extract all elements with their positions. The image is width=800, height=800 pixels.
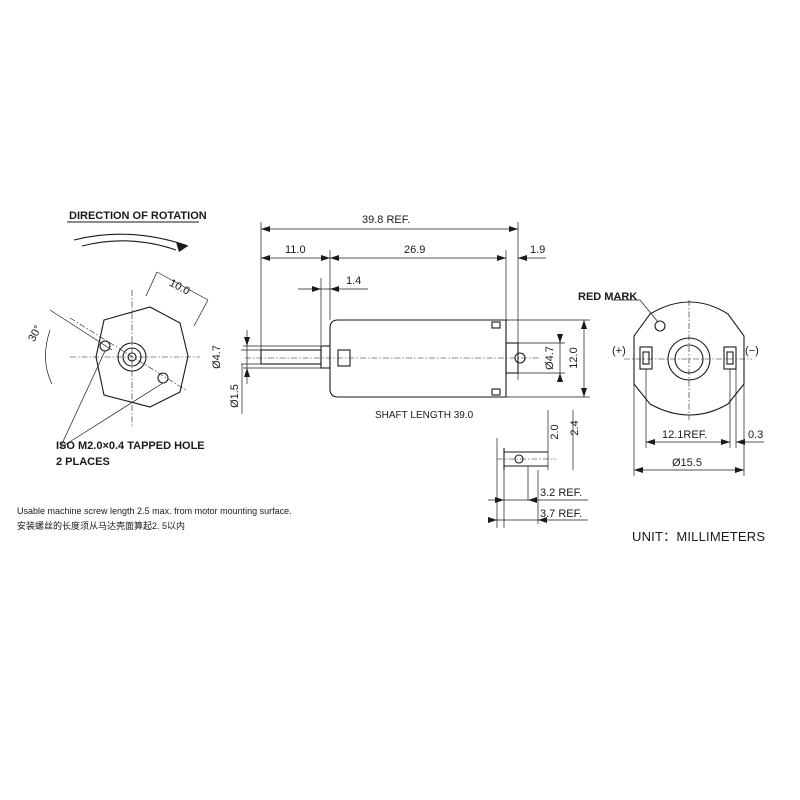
positive-terminal-label: (+)	[612, 345, 626, 357]
dim-19-label: 1.9	[530, 244, 546, 256]
tapped-hole-lower	[157, 372, 169, 384]
angle-label: 30°	[26, 323, 44, 343]
two-places-label: 2 PLACES	[56, 456, 110, 468]
dim-14-label: 1.4	[346, 275, 362, 287]
overall-length-label: 39.8 REF.	[362, 214, 411, 226]
unit-label: UNIT：MILLIMETERS	[632, 529, 766, 544]
shaft-bushing	[320, 345, 331, 369]
motor-can	[329, 319, 507, 398]
dim-32-label: 3.2 REF.	[540, 487, 583, 499]
dia-47-left-label: Ø4.7	[211, 345, 223, 369]
dim-121-label: 12.1REF.	[662, 429, 708, 441]
dim-11-label: 11.0	[285, 244, 306, 256]
red-mark	[654, 320, 666, 332]
screw-note-chinese: 安装螺丝的长度须从马达壳面算起2. 5以内	[17, 521, 186, 531]
red-mark-label: RED MARK	[578, 291, 638, 303]
tapped-hole-label: ISO M2.0×0.4 TAPPED HOLE	[56, 440, 205, 452]
tapped-hole-leader	[59, 350, 106, 449]
dim-12-label: 12.0	[568, 347, 580, 368]
front-view	[45, 221, 209, 449]
rear-end-housing	[633, 301, 745, 416]
dia-155-label: Ø15.5	[672, 457, 702, 469]
front-flange	[95, 306, 189, 408]
rotation-arrow	[73, 233, 189, 247]
dim-24-label: 2.4	[569, 420, 581, 435]
motor-shaft	[260, 349, 322, 365]
dia-15-label: Ø1.5	[229, 384, 241, 408]
shaft-length-label: SHAFT LENGTH 39.0	[375, 410, 474, 421]
dim-269-label: 26.9	[404, 244, 426, 256]
direction-of-rotation-label: DIRECTION OF ROTATION	[69, 210, 207, 222]
dia-47-right-label: Ø4.7	[544, 346, 556, 370]
screw-note-english: Usable machine screw length 2.5 max. fro…	[17, 506, 292, 516]
terminal-positive	[639, 346, 653, 370]
rear-view	[612, 299, 764, 476]
red-mark-leader	[639, 299, 659, 323]
dim-37-label: 3.7 REF.	[540, 508, 583, 520]
tapped-hole-upper	[99, 340, 111, 352]
dim-20-label: 2.0	[549, 424, 561, 439]
dim-03-label: 0.3	[748, 429, 764, 441]
side-view	[241, 222, 590, 528]
terminal-negative	[723, 346, 737, 370]
negative-terminal-label: (−)	[745, 345, 759, 357]
dim-10-label: 10.0	[167, 277, 192, 298]
